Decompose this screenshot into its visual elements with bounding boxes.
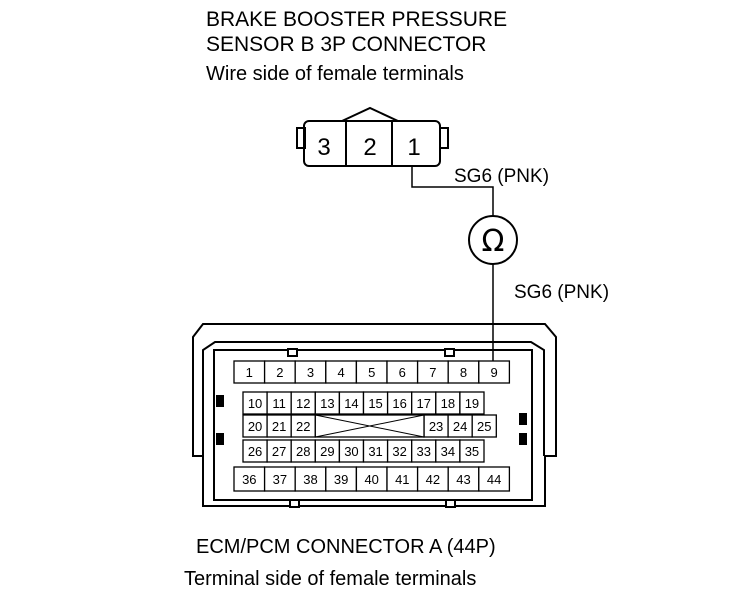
ecm-pin-40-cell — [355, 466, 388, 492]
ecm-pin-16: 16 — [392, 396, 406, 411]
ecm-pin-2: 2 — [276, 365, 283, 380]
wire-upper — [411, 166, 494, 216]
ecm-pin-23: 23 — [429, 419, 443, 434]
ecm-pin-11: 11 — [272, 396, 286, 411]
ecm-pin-39-cell — [325, 466, 358, 492]
blank-cavity-cross-2 — [315, 414, 425, 438]
ecm-title: ECM/PCM CONNECTOR A (44P) — [196, 536, 496, 558]
ecm-pin-20: 20 — [248, 419, 262, 434]
ecm-subtitle: Terminal side of female terminals — [184, 568, 476, 590]
ecm-pin-35: 35 — [465, 444, 479, 459]
ecm-pin-3: 3 — [307, 365, 314, 380]
ecm-pin-37-cell — [263, 466, 296, 492]
ecm-pin-14: 14 — [344, 396, 358, 411]
ecm-pin-28: 28 — [296, 444, 310, 459]
ecm-pin-38-cell — [294, 466, 327, 492]
sensor-pin-2: 2 — [363, 134, 376, 161]
ecm-pin-19-cell — [459, 391, 485, 415]
ecm-pin-21: 21 — [272, 419, 286, 434]
sensor-subtitle: Wire side of female terminals — [206, 63, 464, 85]
wire-lower-label: SG6 (PNK) — [514, 282, 609, 303]
ecm-pin-43-cell — [447, 466, 480, 492]
ecm-pin-43: 43 — [456, 472, 470, 487]
sensor-pin-3: 3 — [317, 134, 330, 161]
ecm-pin-36: 36 — [242, 472, 256, 487]
ecm-pin-40: 40 — [364, 472, 378, 487]
ecm-pin-36-cell — [233, 466, 266, 492]
ecm-pin-39: 39 — [334, 472, 348, 487]
ecm-pin-42-cell — [416, 466, 449, 492]
ecm-pin-5: 5 — [368, 365, 375, 380]
ecm-pin-25-cell — [471, 414, 497, 438]
ecm-pin-1: 1 — [246, 365, 253, 380]
ecm-pin-18: 18 — [441, 396, 455, 411]
ecm-pin-12: 12 — [296, 396, 310, 411]
ecm-pin-31: 31 — [368, 444, 382, 459]
ecm-locking-tabs — [216, 395, 527, 445]
ecm-pin-44-cell — [478, 466, 511, 492]
ecm-pin-24: 24 — [453, 419, 467, 434]
ecm-pin-15: 15 — [368, 396, 382, 411]
ecm-pin-9-cell — [478, 360, 511, 384]
ecm-pin-19: 19 — [465, 396, 479, 411]
ecm-pin-33: 33 — [417, 444, 431, 459]
ecm-pin-38: 38 — [303, 472, 317, 487]
ecm-pin-42: 42 — [426, 472, 440, 487]
sensor-3p-connector — [296, 106, 449, 167]
ecm-pin-10: 10 — [248, 396, 262, 411]
ecm-pin-27: 27 — [272, 444, 286, 459]
ecm-pin-22: 22 — [296, 419, 310, 434]
ecm-pin-41: 41 — [395, 472, 409, 487]
ecm-pin-44: 44 — [487, 472, 501, 487]
ecm-pin-13: 13 — [320, 396, 334, 411]
ecm-pin-34: 34 — [441, 444, 455, 459]
ecm-pin-8: 8 — [460, 365, 467, 380]
ecm-pin-37: 37 — [273, 472, 287, 487]
ecm-pin-32: 32 — [392, 444, 406, 459]
ecm-pin-26: 26 — [248, 444, 262, 459]
ecm-connector-body — [192, 323, 557, 508]
ohmmeter-icon: Ω — [468, 215, 518, 265]
sensor-title-line1: BRAKE BOOSTER PRESSURE — [206, 8, 507, 31]
ecm-pin-30: 30 — [344, 444, 358, 459]
wire-upper-label: SG6 (PNK) — [454, 166, 549, 187]
ohm-symbol: Ω — [482, 224, 505, 259]
ecm-pin-29: 29 — [320, 444, 334, 459]
ecm-pin-9: 9 — [490, 365, 497, 380]
sensor-pin-1: 1 — [407, 134, 420, 161]
sensor-title-line2: SENSOR B 3P CONNECTOR — [206, 33, 486, 56]
ecm-pin-7: 7 — [429, 365, 436, 380]
ecm-pin-35-cell — [459, 439, 485, 463]
ecm-pin-6: 6 — [399, 365, 406, 380]
ecm-pin-17: 17 — [417, 396, 431, 411]
ecm-pin-25: 25 — [477, 419, 491, 434]
ecm-pin-4: 4 — [337, 365, 344, 380]
